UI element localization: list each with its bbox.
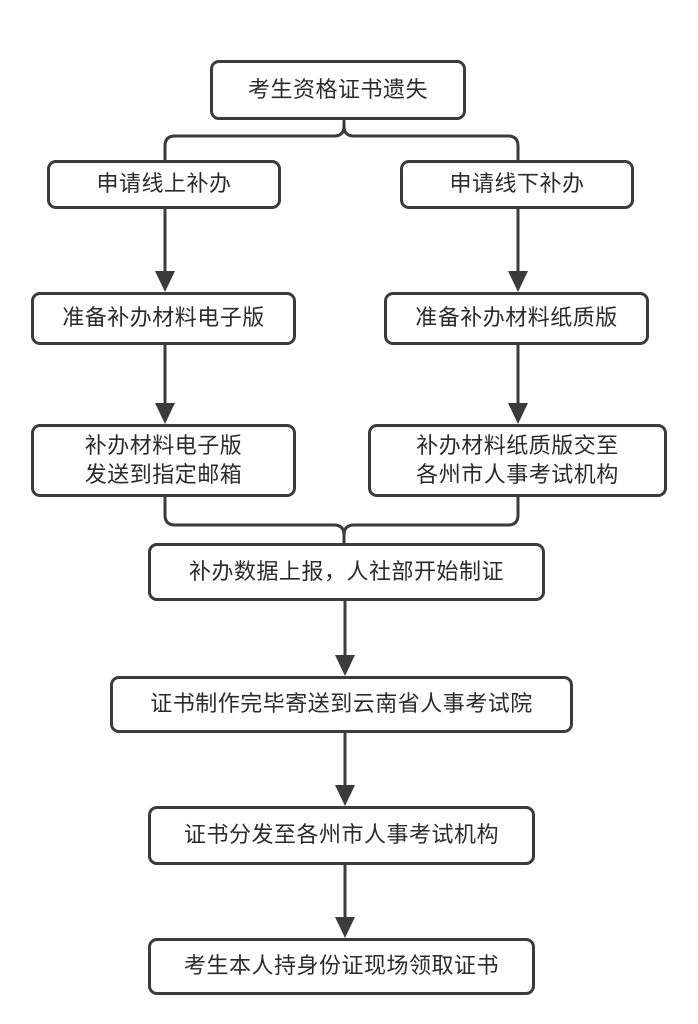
arrow-head-digital-to-email (155, 403, 175, 424)
node-send-email[interactable]: 补办材料电子版 发送到指定邮箱 (31, 424, 296, 497)
node-pickup[interactable]: 考生本人持身份证现场领取证书 (148, 938, 535, 995)
split-brace (163, 120, 346, 164)
node-send-to-province[interactable]: 证书制作完毕寄送到云南省人事考试院 (110, 676, 573, 733)
node-distribute[interactable]: 证书分发至各州市人事考试机构 (148, 806, 535, 865)
arrow-head-report-to-province (335, 655, 355, 676)
node-start[interactable]: 考生资格证书遗失 (210, 60, 466, 120)
arrow-head-distribute-to-pickup (335, 917, 355, 938)
merge-brace-left (163, 497, 346, 543)
arrow-head-province-to-distribute (335, 785, 355, 806)
node-report-data[interactable]: 补办数据上报，人社部开始制证 (148, 543, 545, 601)
node-prepare-paper[interactable]: 准备补办材料纸质版 (384, 292, 649, 345)
node-prepare-digital[interactable]: 准备补办材料电子版 (31, 292, 296, 345)
node-submit-paper[interactable]: 补办材料纸质版交至 各州市人事考试机构 (368, 424, 667, 497)
node-online-apply[interactable]: 申请线上补办 (47, 160, 281, 209)
node-offline-apply[interactable]: 申请线下补办 (400, 160, 634, 209)
split-brace-right (342, 120, 520, 164)
arrow-head-online-to-digital (155, 271, 175, 292)
arrow-head-paper-to-submit (508, 403, 528, 424)
arrow-head-offline-to-paper (508, 271, 528, 292)
merge-brace-right (342, 497, 520, 543)
